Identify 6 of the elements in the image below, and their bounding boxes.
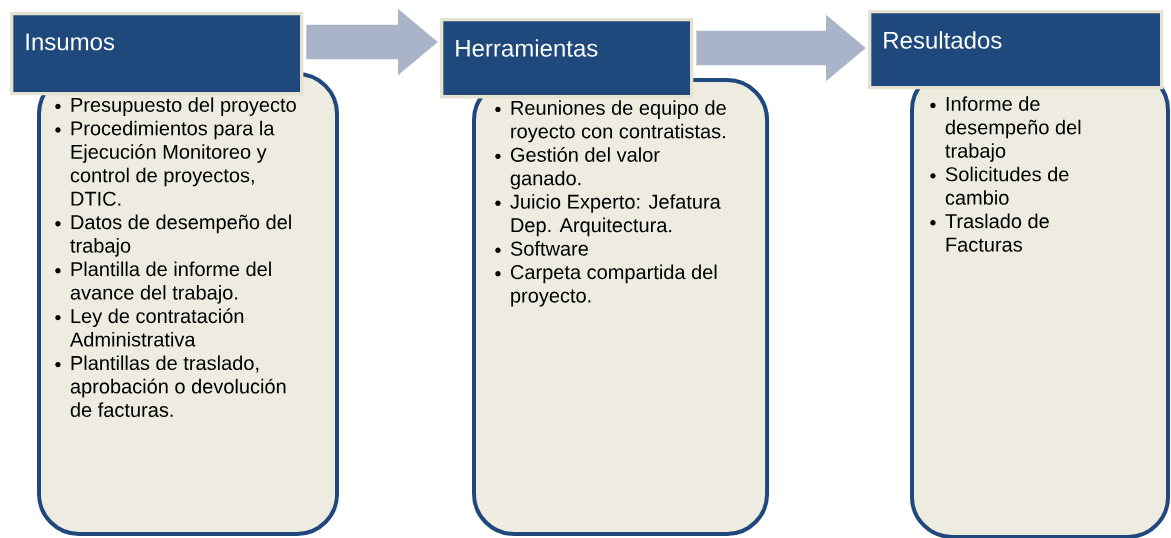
list-box: Reuniones de equipo de royecto con contratistas. Gestión del valor ganado. Juicio Experto: Jefatura Dep. Arquitectura. Software Carpeta compartida del proyecto. — [472, 78, 770, 536]
header-box: Herramientas — [440, 18, 694, 99]
list-box: Informe de desempeño del trabajo Solicitudes de cambio Traslado de Facturas — [910, 68, 1170, 538]
header-box: Resultados — [868, 10, 1164, 90]
list-box: Presupuesto del proyecto Procedimientos para la Ejecución Monitoreo y control de proyectos, DTIC. Datos de desempeño del trabajo Plantilla de informe del avance del trabajo. Ley de contratación Administrativa Plantillas de traslado, aprobación o devolución de facturas. — [37, 72, 339, 536]
header-box: Insumos — [10, 12, 304, 96]
